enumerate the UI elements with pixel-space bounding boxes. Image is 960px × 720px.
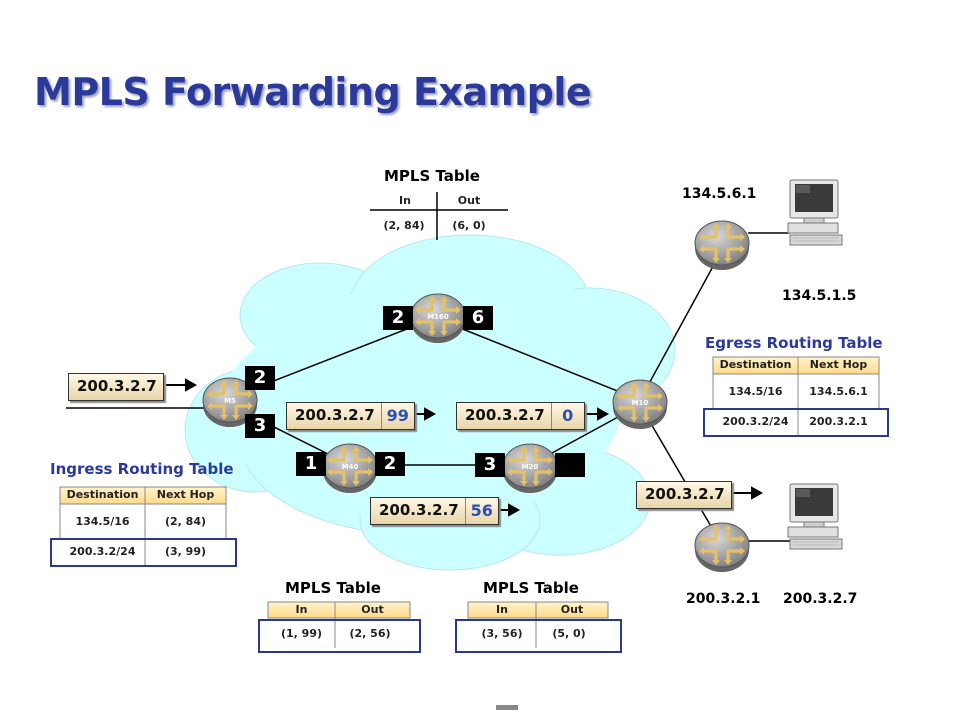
router-top[interactable] xyxy=(693,219,751,272)
interface-m5-bottom: 3 xyxy=(245,414,275,438)
packet-to-m40: 200.3.2.7 99 xyxy=(286,402,415,430)
router-bottom-address: 200.3.2.1 xyxy=(686,591,761,607)
ingress-table-grid xyxy=(50,486,237,567)
mpls-table-top-in-header: In xyxy=(399,194,411,207)
mpls-table-top-out: (6, 0) xyxy=(452,219,486,232)
ingress-table-row-1-next-hop: (2, 84) xyxy=(164,515,207,528)
packet-to-m40-addr: 200.3.2.7 xyxy=(295,406,375,424)
packet-to-m10-label: 0 xyxy=(550,403,584,429)
mpls-table-m20-out: (5, 0) xyxy=(552,627,586,640)
packet-to-m40-label: 99 xyxy=(380,403,414,429)
ingress-table-title: Ingress Routing Table xyxy=(50,460,234,478)
router-m5[interactable]: M5 xyxy=(201,376,259,429)
packet-to-m10: 200.3.2.7 0 xyxy=(456,402,585,430)
slide-marker xyxy=(496,705,518,710)
packet-egress-addr: 200.3.2.7 xyxy=(645,485,725,503)
egress-table-row-1-next-hop: 134.5.6.1 xyxy=(809,385,868,398)
packet-egress: 200.3.2.7 xyxy=(636,481,732,509)
mpls-table-m40-in: (1, 99) xyxy=(280,627,323,640)
packet-to-m20-label: 56 xyxy=(464,498,498,524)
ingress-table-header-destination: Destination xyxy=(66,488,139,501)
page-title: MPLS Forwarding Example xyxy=(34,70,592,114)
mpls-table-m20-in-header: In xyxy=(496,603,508,616)
host-bottom-address: 200.3.2.7 xyxy=(783,591,858,607)
mpls-table-m40-grid xyxy=(258,601,421,653)
host-computer-top[interactable] xyxy=(787,179,843,246)
ingress-table-row-2-destination: 200.3.2/24 xyxy=(69,545,136,558)
router-m5-label: M5 xyxy=(224,397,236,405)
egress-table-row-2-next-hop: 200.3.2.1 xyxy=(809,415,868,428)
router-m10-label: M10 xyxy=(632,399,649,407)
mpls-table-m40-title: MPLS Table xyxy=(285,579,381,597)
packet-to-m20-addr: 200.3.2.7 xyxy=(379,501,459,519)
mpls-table-m20-title: MPLS Table xyxy=(483,579,579,597)
mpls-table-m40-in-header: In xyxy=(295,603,308,616)
router-bottom[interactable] xyxy=(693,521,751,574)
mpls-table-top-in: (2, 84) xyxy=(383,219,425,232)
mpls-table-m40-out: (2, 56) xyxy=(349,627,391,640)
mpls-table-top-grid xyxy=(370,192,508,240)
egress-table-title: Egress Routing Table xyxy=(705,334,883,352)
mpls-table-top-title: MPLS Table xyxy=(384,167,480,185)
mpls-table-m20-grid xyxy=(455,601,622,653)
router-m40-label: M40 xyxy=(342,463,359,471)
router-m160-label: M160 xyxy=(427,313,449,321)
packet-to-m10-addr: 200.3.2.7 xyxy=(465,406,545,424)
egress-table-grid xyxy=(703,356,889,437)
ingress-table-row-1-destination: 134.5/16 xyxy=(75,515,130,528)
router-top-address: 134.5.6.1 xyxy=(682,186,757,202)
egress-table-row-1-destination: 134.5/16 xyxy=(728,385,783,398)
interface-m20-in: 3 xyxy=(475,453,505,477)
packet-ingress: 200.3.2.7 xyxy=(68,373,164,401)
ingress-table-header-next-hop: Next Hop xyxy=(156,488,215,501)
mpls-table-top-out-header: Out xyxy=(457,194,481,207)
interface-m160-in: 2 xyxy=(383,306,413,330)
packet-to-m20: 200.3.2.7 56 xyxy=(370,497,499,525)
egress-table-row-2-destination: 200.3.2/24 xyxy=(722,415,789,428)
router-m10[interactable]: M10 xyxy=(611,378,669,431)
egress-table-header-next-hop: Next Hop xyxy=(809,358,868,371)
packet-ingress-addr: 200.3.2.7 xyxy=(77,377,157,395)
interface-m160-out: 6 xyxy=(463,306,493,330)
interface-m5-top: 2 xyxy=(245,366,275,390)
interface-m20-out xyxy=(555,453,585,477)
interface-m40-out: 2 xyxy=(375,452,405,476)
mpls-table-m20-out-header: Out xyxy=(560,603,584,616)
router-m160[interactable]: M160 xyxy=(409,292,467,345)
mpls-table-m20-in: (3, 56) xyxy=(481,627,523,640)
interface-m40-in: 1 xyxy=(296,452,326,476)
host-computer-bottom[interactable] xyxy=(787,483,843,550)
router-m20-label: M20 xyxy=(522,463,539,471)
mpls-table-m40-out-header: Out xyxy=(361,603,384,616)
egress-table-header-destination: Destination xyxy=(719,358,792,371)
host-top-address: 134.5.1.5 xyxy=(782,288,857,304)
router-m40[interactable]: M40 xyxy=(321,442,379,495)
router-m20[interactable]: M20 xyxy=(501,442,559,495)
ingress-table-row-2-next-hop: (3, 99) xyxy=(164,545,207,558)
